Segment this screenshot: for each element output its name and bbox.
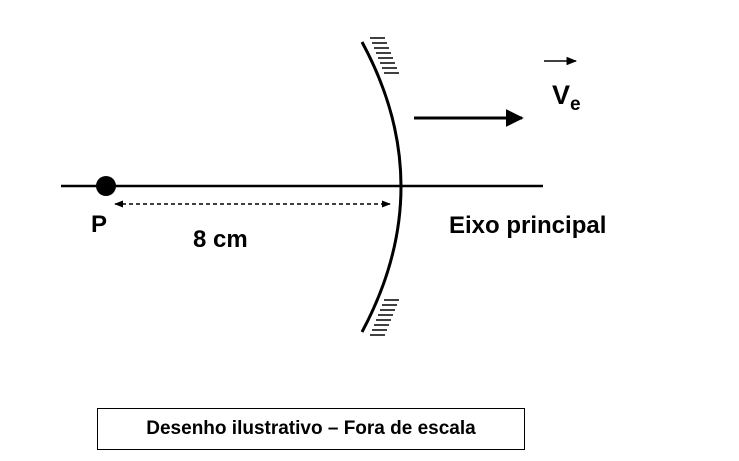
principal-axis-label: Eixo principal: [449, 212, 606, 239]
convex-mirror: [360, 41, 403, 333]
distance-label: 8 cm: [193, 226, 248, 253]
mirror-hatching-top: [370, 37, 399, 74]
velocity-symbol: V: [552, 80, 570, 110]
mirror-hatching-bottom: [370, 299, 399, 336]
point-p-label: P: [91, 211, 107, 238]
caption-text: Desenho ilustrativo – Fora de escala: [146, 418, 476, 439]
velocity-subscript: e: [570, 94, 581, 115]
velocity-label: Ve: [552, 80, 581, 115]
caption-box: Desenho ilustrativo – Fora de escala: [97, 408, 525, 450]
point-p-dot: [96, 176, 116, 196]
